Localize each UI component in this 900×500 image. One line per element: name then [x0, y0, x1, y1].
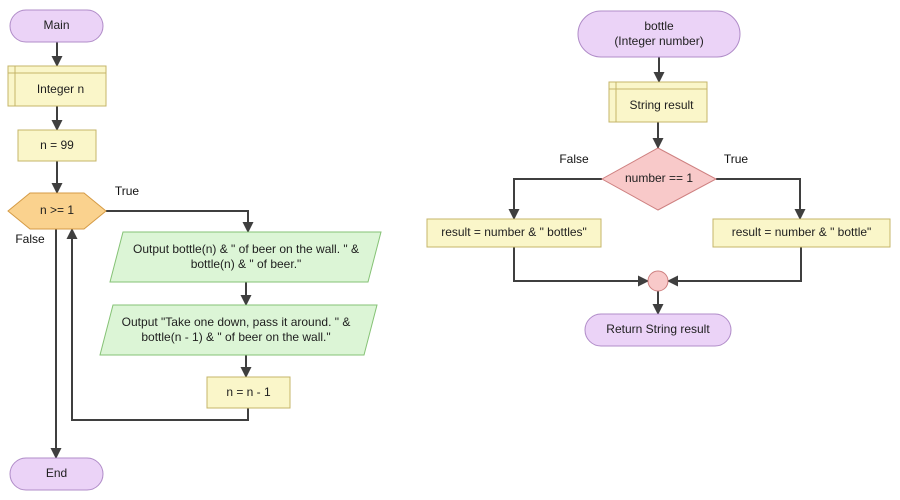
connector-loop-true [106, 210, 254, 233]
end-node[interactable] [9, 457, 104, 491]
connector-bottle-to-merge [667, 247, 802, 287]
connector-condition-true [716, 178, 806, 220]
return-node[interactable] [584, 313, 732, 347]
merge-connector-node[interactable] [647, 270, 669, 292]
output-wall-node[interactable] [109, 231, 382, 283]
string-result-declaration-node[interactable] [608, 81, 708, 123]
result-bottles-node[interactable] [426, 218, 602, 248]
n-init-node[interactable] [17, 129, 97, 162]
bottle-function-start-node[interactable] [577, 10, 741, 58]
number-condition-node[interactable] [600, 147, 718, 211]
connector-loop-back [66, 228, 249, 421]
integer-n-declaration-node[interactable] [7, 65, 107, 107]
connector-bottles-to-merge [513, 247, 649, 287]
main-start-node[interactable] [9, 9, 104, 43]
loop-condition-node[interactable] [7, 192, 107, 230]
decrement-node[interactable] [206, 376, 291, 409]
output-take-down-node[interactable] [99, 304, 378, 356]
connector-condition-false [508, 178, 602, 220]
result-bottle-node[interactable] [712, 218, 891, 248]
